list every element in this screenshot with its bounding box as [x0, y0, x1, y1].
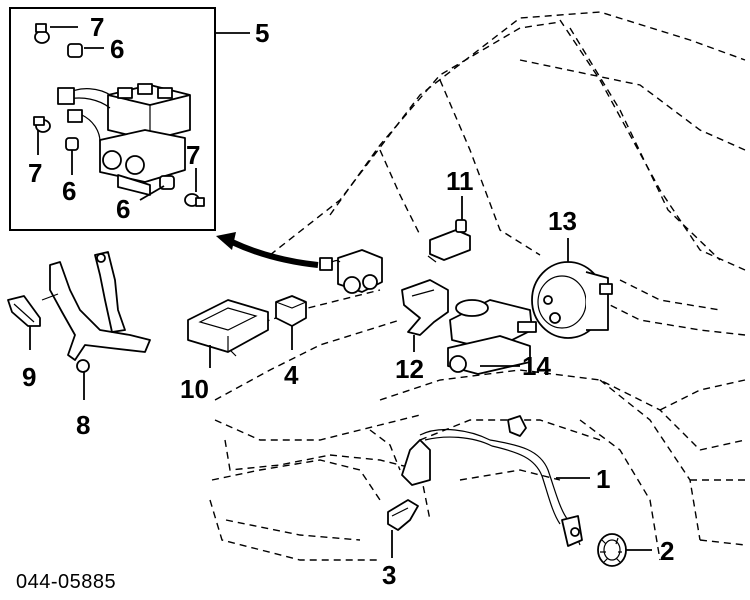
- callout-10: 10: [180, 374, 209, 404]
- part-3-bracket: [387, 499, 419, 558]
- callout-7-top: 7: [90, 12, 104, 42]
- callout-6-top: 6: [110, 34, 124, 64]
- callout-6-right: 6: [116, 194, 130, 224]
- callout-11: 11: [446, 166, 474, 196]
- part-11-sensor: [427, 196, 471, 263]
- part-12-bracket: [401, 279, 449, 352]
- part-10-ecu: [187, 299, 269, 368]
- callout-12: 12: [395, 354, 424, 384]
- cushion-6-top: [67, 43, 83, 58]
- bolt-7-right: [184, 193, 205, 207]
- pointer-arrow: [216, 232, 319, 268]
- callout-7-left: 7: [28, 158, 42, 188]
- part-14-brake-booster: [531, 238, 613, 339]
- part-13-master-cylinder: [447, 299, 537, 375]
- abs-actuator-installed: [319, 249, 383, 294]
- callout-2: 2: [660, 536, 674, 566]
- vehicle-body-outline: [209, 11, 746, 561]
- callout-9: 9: [22, 362, 36, 392]
- callout-8: 8: [76, 410, 90, 440]
- bolt-7-top: [34, 23, 50, 44]
- callout-labels: 7 6 7 6 6 7 5 9 8 10 4 11 12 14 13 1 2 3…: [16, 12, 674, 593]
- cushion-6-left: [65, 137, 79, 151]
- reference-code: 044-05885: [16, 571, 116, 593]
- abs-actuator-assembly: [57, 83, 191, 196]
- part-4-relay: [275, 295, 307, 350]
- callout-4: 4: [284, 360, 299, 390]
- callout-14: 13: [548, 206, 577, 236]
- callout-3: 3: [382, 560, 396, 590]
- part-9-bracket: [7, 295, 41, 350]
- callout-13: 14: [522, 351, 551, 381]
- abs-actuator-inset: [9, 7, 216, 231]
- part-1-wire-harness: [401, 415, 590, 547]
- callout-5: 5: [255, 18, 269, 48]
- callout-7-right: 7: [186, 140, 200, 170]
- bolt-7-left: [33, 116, 51, 133]
- callout-6-left: 6: [62, 176, 76, 206]
- part-2-bearing: [597, 533, 652, 567]
- part-8-sensor-bracket: [41, 251, 151, 400]
- callout-1: 1: [596, 464, 610, 494]
